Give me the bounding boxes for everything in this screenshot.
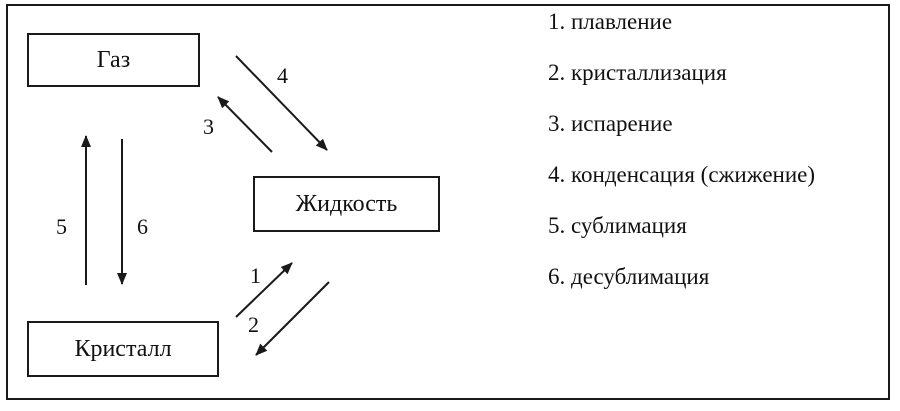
arrow-melting bbox=[235, 262, 293, 318]
legend-item-melting: 1. плавление bbox=[548, 9, 673, 34]
arrow-number-melting: 1 bbox=[250, 263, 261, 288]
arrow-condensation bbox=[235, 55, 328, 151]
arrow-number-condensation: 4 bbox=[277, 63, 288, 88]
crystal-box: Кристалл bbox=[27, 321, 219, 377]
arrow-number-evaporation: 3 bbox=[203, 114, 214, 139]
liquid-label: Жидкость bbox=[295, 190, 398, 217]
legend-item-evaporation: 3. испарение bbox=[548, 111, 673, 136]
diagram-frame bbox=[6, 4, 890, 400]
arrow-number-crystallization: 2 bbox=[248, 312, 259, 337]
arrow-number-desublimation: 6 bbox=[137, 214, 148, 239]
process-legend: 1. плавление 2. кристаллизация 3. испаре… bbox=[548, 10, 815, 316]
gas-label: Газ bbox=[96, 46, 131, 73]
arrow-number-sublimation: 5 bbox=[56, 214, 67, 239]
legend-item-crystallization: 2. кристаллизация bbox=[548, 60, 727, 85]
gas-box: Газ bbox=[27, 33, 200, 87]
crystal-label: Кристалл bbox=[74, 335, 172, 362]
legend-item-desublimation: 6. десублимация bbox=[548, 264, 710, 289]
arrow-evaporation bbox=[217, 96, 273, 153]
legend-item-sublimation: 5. сублимация bbox=[548, 213, 687, 238]
liquid-box: Жидкость bbox=[253, 176, 440, 232]
arrow-crystallization bbox=[255, 281, 330, 356]
legend-item-condensation: 4. конденсация (сжижение) bbox=[548, 162, 816, 187]
